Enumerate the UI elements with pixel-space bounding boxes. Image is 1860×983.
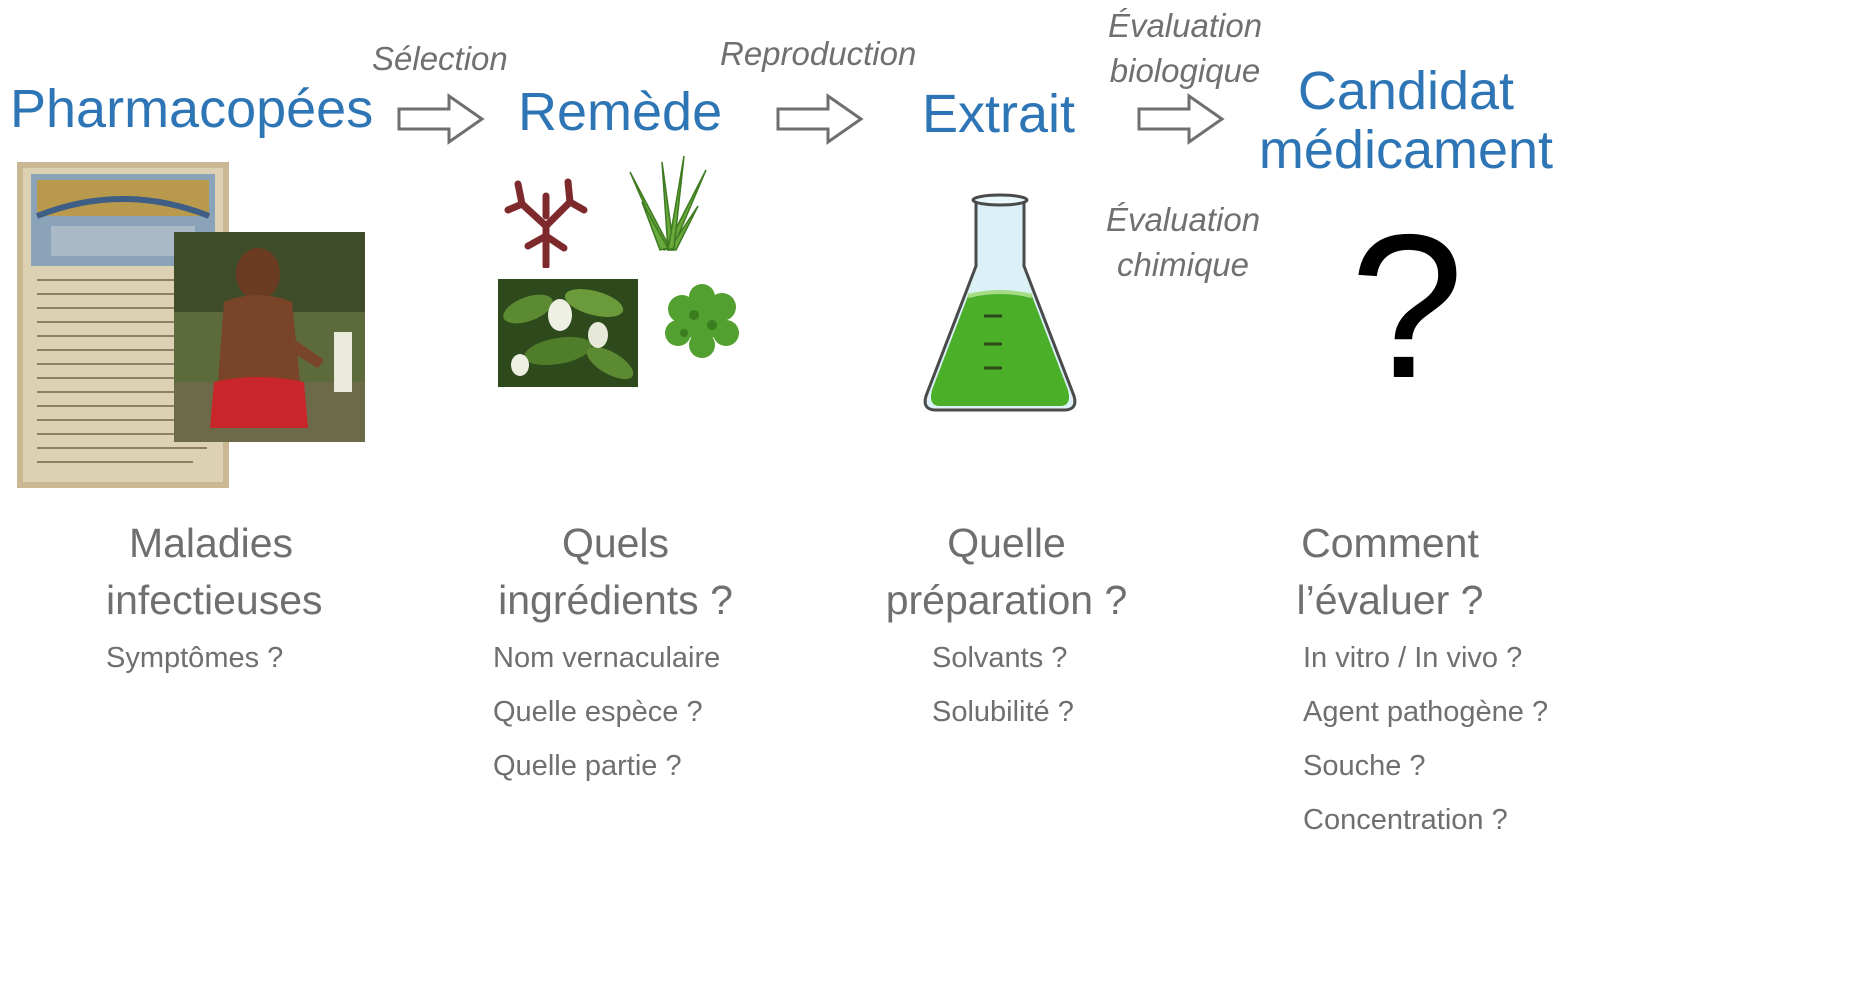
step-selection: Sélection xyxy=(372,40,508,77)
question-line: préparation ? xyxy=(885,577,1128,624)
stage-extrait: Extrait xyxy=(922,84,1076,144)
column-4-question: Comment l’évaluer ? xyxy=(1290,515,1490,630)
detail-item: Quelle espèce ? xyxy=(493,696,703,728)
step-eval-chem: Évaluation chimique xyxy=(1098,198,1268,287)
detail-item: Solvants ? xyxy=(932,642,1068,674)
aloe-plant-icon xyxy=(624,152,712,257)
step-eval-bio-line2: biologique xyxy=(1109,51,1261,89)
step-eval-chem-line2: chimique xyxy=(1116,245,1250,283)
question-line: Quelle xyxy=(947,520,1066,566)
detail-item: Souche ? xyxy=(1303,750,1426,782)
question-line: infectieuses xyxy=(106,577,323,624)
question-mark: ? xyxy=(1350,192,1465,421)
step-reproduction: Reproduction xyxy=(720,35,917,72)
red-seaweed-icon xyxy=(498,176,594,273)
healer-photo xyxy=(174,232,365,447)
stage-candidat-line2: médicament xyxy=(1258,120,1554,181)
step-eval-bio: Évaluation biologique xyxy=(1100,4,1270,93)
question-line: Quels xyxy=(561,520,670,566)
question-line: ingrédients ? xyxy=(498,577,733,624)
detail-item: In vitro / In vivo ? xyxy=(1303,642,1523,674)
detail-item: Quelle partie ? xyxy=(493,750,682,782)
step-eval-chem-line1: Évaluation xyxy=(1105,201,1261,238)
erlenmeyer-flask-icon xyxy=(918,192,1082,421)
detail-item: Solubilité ? xyxy=(932,696,1074,728)
stage-pharmacopees: Pharmacopées xyxy=(10,79,374,139)
detail-item: Agent pathogène ? xyxy=(1303,696,1549,728)
detail-item: Symptômes ? xyxy=(106,642,284,674)
column-2-question: Quels ingrédients ? xyxy=(493,515,738,630)
question-line: l’évaluer ? xyxy=(1296,577,1484,624)
column-1-question: Maladies infectieuses xyxy=(106,515,323,630)
detail-item: Concentration ? xyxy=(1303,804,1508,836)
detail-item: Nom vernaculaire xyxy=(493,642,721,674)
question-line: Comment xyxy=(1301,520,1479,566)
right-arrow-icon xyxy=(397,93,485,145)
parsley-icon xyxy=(654,275,750,372)
leafy-branch-photo xyxy=(498,279,638,392)
stage-candidat: Candidat médicament xyxy=(1256,61,1556,181)
stage-remede: Remède xyxy=(518,82,723,142)
step-eval-bio-line1: Évaluation xyxy=(1107,7,1263,44)
column-3-question: Quelle préparation ? xyxy=(884,515,1129,630)
right-arrow-icon xyxy=(1137,93,1225,145)
stage-candidat-line1: Candidat xyxy=(1297,61,1515,121)
right-arrow-icon xyxy=(776,93,864,145)
question-line: Maladies xyxy=(128,520,294,566)
